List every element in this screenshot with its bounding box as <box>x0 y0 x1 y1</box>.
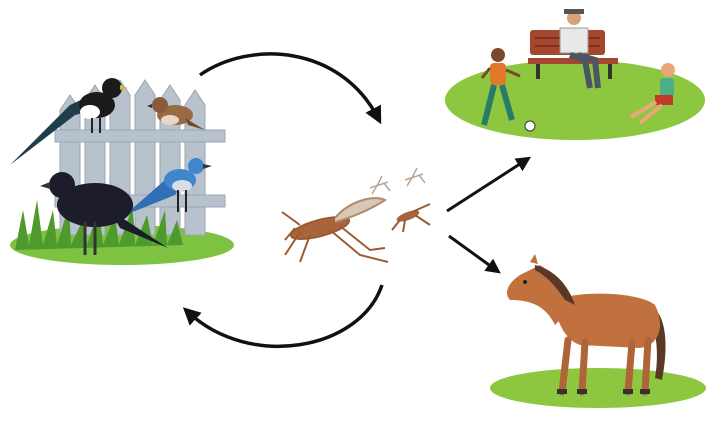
people-in-park-icon <box>445 9 705 140</box>
girl-sitting-icon <box>629 63 675 125</box>
boy-playing-icon <box>480 48 536 132</box>
sparrow-icon <box>147 97 205 130</box>
arrow-mosquitoes-to-horse <box>448 234 501 274</box>
blue-jay-icon <box>125 158 212 215</box>
arrow-mosquitoes-to-humans <box>446 156 532 213</box>
arrow-birds-to-mosquitoes <box>198 52 382 125</box>
birds-on-fence-icon <box>10 78 234 265</box>
magpie-icon <box>10 78 128 165</box>
crow-icon <box>40 172 168 255</box>
mosquito-icon <box>281 167 431 263</box>
arrow-mosquitoes-to-birds <box>182 284 384 349</box>
old-man-reading-icon <box>559 9 601 89</box>
horse-icon <box>490 254 706 408</box>
